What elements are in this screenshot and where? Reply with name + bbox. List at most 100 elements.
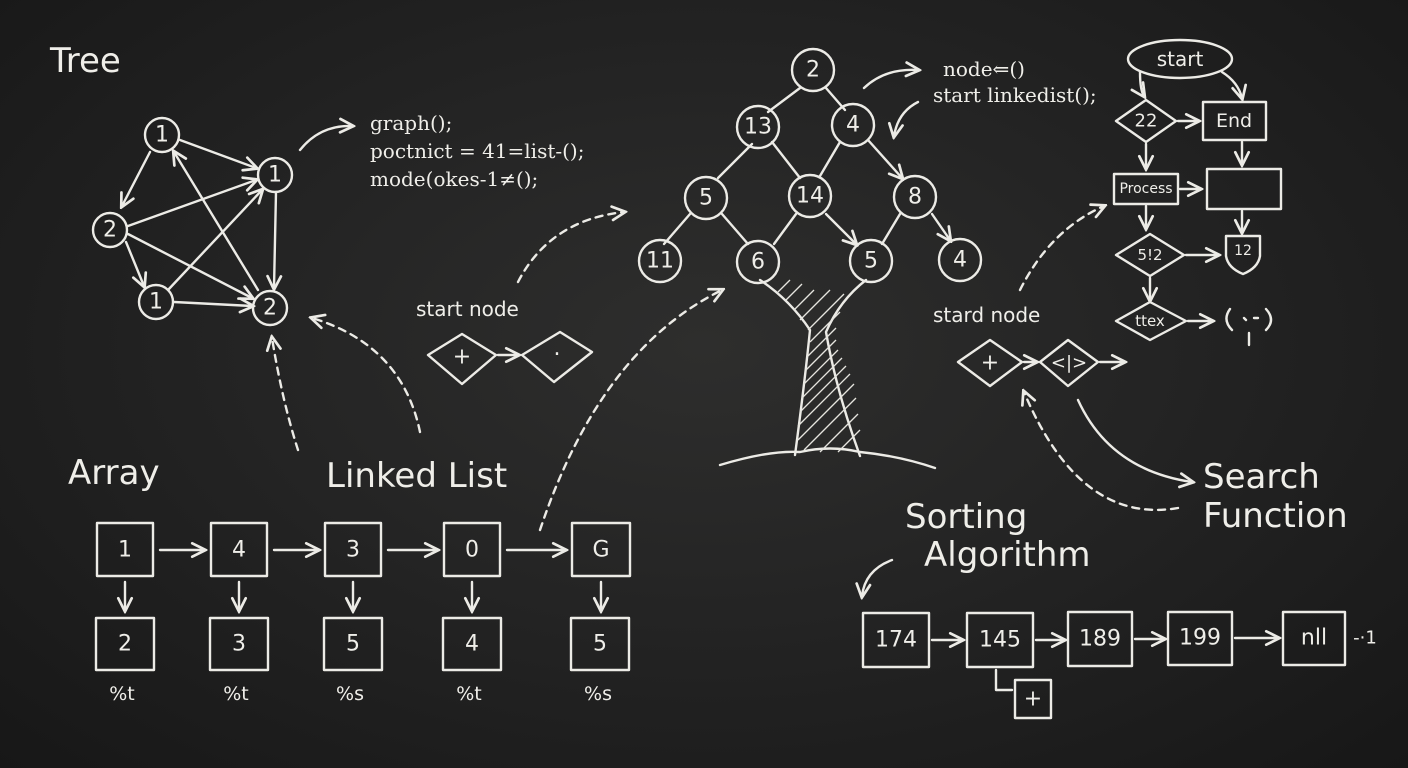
array-value: 3 xyxy=(346,538,360,563)
start-node-label-right: stard node xyxy=(933,303,1040,327)
array-cell xyxy=(94,616,156,672)
array-value: G xyxy=(592,538,609,563)
diamond-node xyxy=(426,332,498,386)
sorting-row: 174 145 189 199 nll -·1 + xyxy=(861,610,1377,720)
tree-node-value: 5 xyxy=(864,249,878,274)
array-note: %t xyxy=(456,683,482,705)
flow-terminal-icon xyxy=(1225,307,1273,347)
sorting-label-line1: Sorting xyxy=(905,497,1027,537)
array-note: %s xyxy=(336,683,364,705)
tree-node xyxy=(848,238,894,284)
code-line: graph(); xyxy=(370,111,452,135)
flow-start-label: start xyxy=(1157,47,1204,71)
tree-node xyxy=(892,174,938,220)
flow-process-label: Process xyxy=(1119,181,1172,197)
search-label-line2: Function xyxy=(1203,496,1348,536)
tree-diagram: 2 13 4 5 14 8 11 6 5 4 xyxy=(637,47,983,470)
tree-node xyxy=(790,47,836,93)
sort-value: 174 xyxy=(875,628,917,653)
sort-box xyxy=(965,611,1035,669)
array-value: 4 xyxy=(232,538,246,563)
flow-decision-label: ttex xyxy=(1135,312,1165,330)
sort-box xyxy=(861,611,931,669)
sort-box xyxy=(1281,610,1347,667)
tree-node xyxy=(735,104,781,150)
code-line: mode(okes-1≠(); xyxy=(370,167,538,191)
tree-node xyxy=(637,238,683,284)
array-cell xyxy=(95,521,155,578)
flowchart: start 22 End Process 5!2 12 ttex xyxy=(1112,38,1283,347)
sort-child-value: + xyxy=(1024,687,1042,712)
graph-node-value: 2 xyxy=(103,218,117,243)
sort-value: 189 xyxy=(1079,627,1121,652)
sort-value: nll xyxy=(1301,626,1327,651)
diamond-symbol: + xyxy=(981,351,999,376)
array-cell xyxy=(323,521,383,578)
array-value: 4 xyxy=(465,632,479,657)
sort-tail: -·1 xyxy=(1353,628,1377,649)
diamond-node xyxy=(1038,338,1100,388)
graph-node xyxy=(137,283,175,321)
search-label-line1: Search xyxy=(1203,457,1320,497)
array-cell xyxy=(322,616,384,672)
flow-end-label: End xyxy=(1216,110,1252,132)
flow-shield-label: 12 xyxy=(1234,243,1252,259)
flow-decision-label: 5!2 xyxy=(1137,246,1162,264)
tree-node-value: 11 xyxy=(646,249,674,274)
tree-node-value: 8 xyxy=(908,185,922,210)
array-note: %t xyxy=(109,683,135,705)
array-cell xyxy=(442,521,502,578)
tree-node-value: 2 xyxy=(806,58,820,83)
sort-value: 145 xyxy=(979,628,1021,653)
array-cell xyxy=(209,521,269,578)
tree-node xyxy=(830,102,876,148)
array-structure: 1 4 3 0 G 2 3 5 4 5 %t %t %s %t %s xyxy=(94,521,632,705)
start-node-label: start node xyxy=(416,297,519,321)
graph-node xyxy=(143,116,181,154)
tree-label: Tree xyxy=(49,41,121,81)
sort-child-box xyxy=(1013,678,1053,720)
graph-node-value: 1 xyxy=(268,163,282,188)
tree-node xyxy=(937,237,983,283)
tree-node-value: 14 xyxy=(796,184,824,209)
graph-node xyxy=(251,289,289,327)
sort-box xyxy=(1066,610,1134,668)
array-value: 3 xyxy=(232,632,246,657)
graph-node-value: 2 xyxy=(263,296,277,321)
array-note: %t xyxy=(223,683,249,705)
tree-node-value: 4 xyxy=(953,248,967,273)
tree-node xyxy=(787,173,833,219)
flow-box xyxy=(1205,167,1283,211)
sort-value: 199 xyxy=(1179,626,1221,651)
flow-process xyxy=(1112,172,1180,206)
array-cell xyxy=(569,616,631,672)
flow-end xyxy=(1201,100,1268,142)
flow-start xyxy=(1126,38,1234,80)
code-right-line: node⇐() xyxy=(943,57,1025,81)
linked-list-label: Linked List xyxy=(326,456,507,496)
tree-node-value: 4 xyxy=(846,113,860,138)
graph-node xyxy=(91,211,129,249)
array-value: 5 xyxy=(593,632,607,657)
flow-decision xyxy=(1114,232,1186,278)
diamond-node xyxy=(520,330,594,384)
tree-node-value: 5 xyxy=(699,186,713,211)
tree-node-value: 6 xyxy=(751,250,765,275)
array-value: 1 xyxy=(118,538,132,563)
array-value: 0 xyxy=(465,538,479,563)
flow-shield xyxy=(1224,234,1262,276)
diamond-symbol: <|> xyxy=(1051,353,1087,374)
graph-node xyxy=(256,156,294,194)
array-cell xyxy=(441,616,503,672)
diamond-node xyxy=(956,338,1024,388)
graph-node-value: 1 xyxy=(155,123,169,148)
sorting-label-line2: Algorithm xyxy=(924,535,1091,575)
array-note: %s xyxy=(584,683,612,705)
tree-node xyxy=(683,175,729,221)
tree-node xyxy=(735,239,781,285)
flow-decision-label: 22 xyxy=(1135,111,1158,132)
flow-decision xyxy=(1114,98,1178,144)
array-value: 5 xyxy=(346,632,360,657)
graph-node-value: 1 xyxy=(149,290,163,315)
